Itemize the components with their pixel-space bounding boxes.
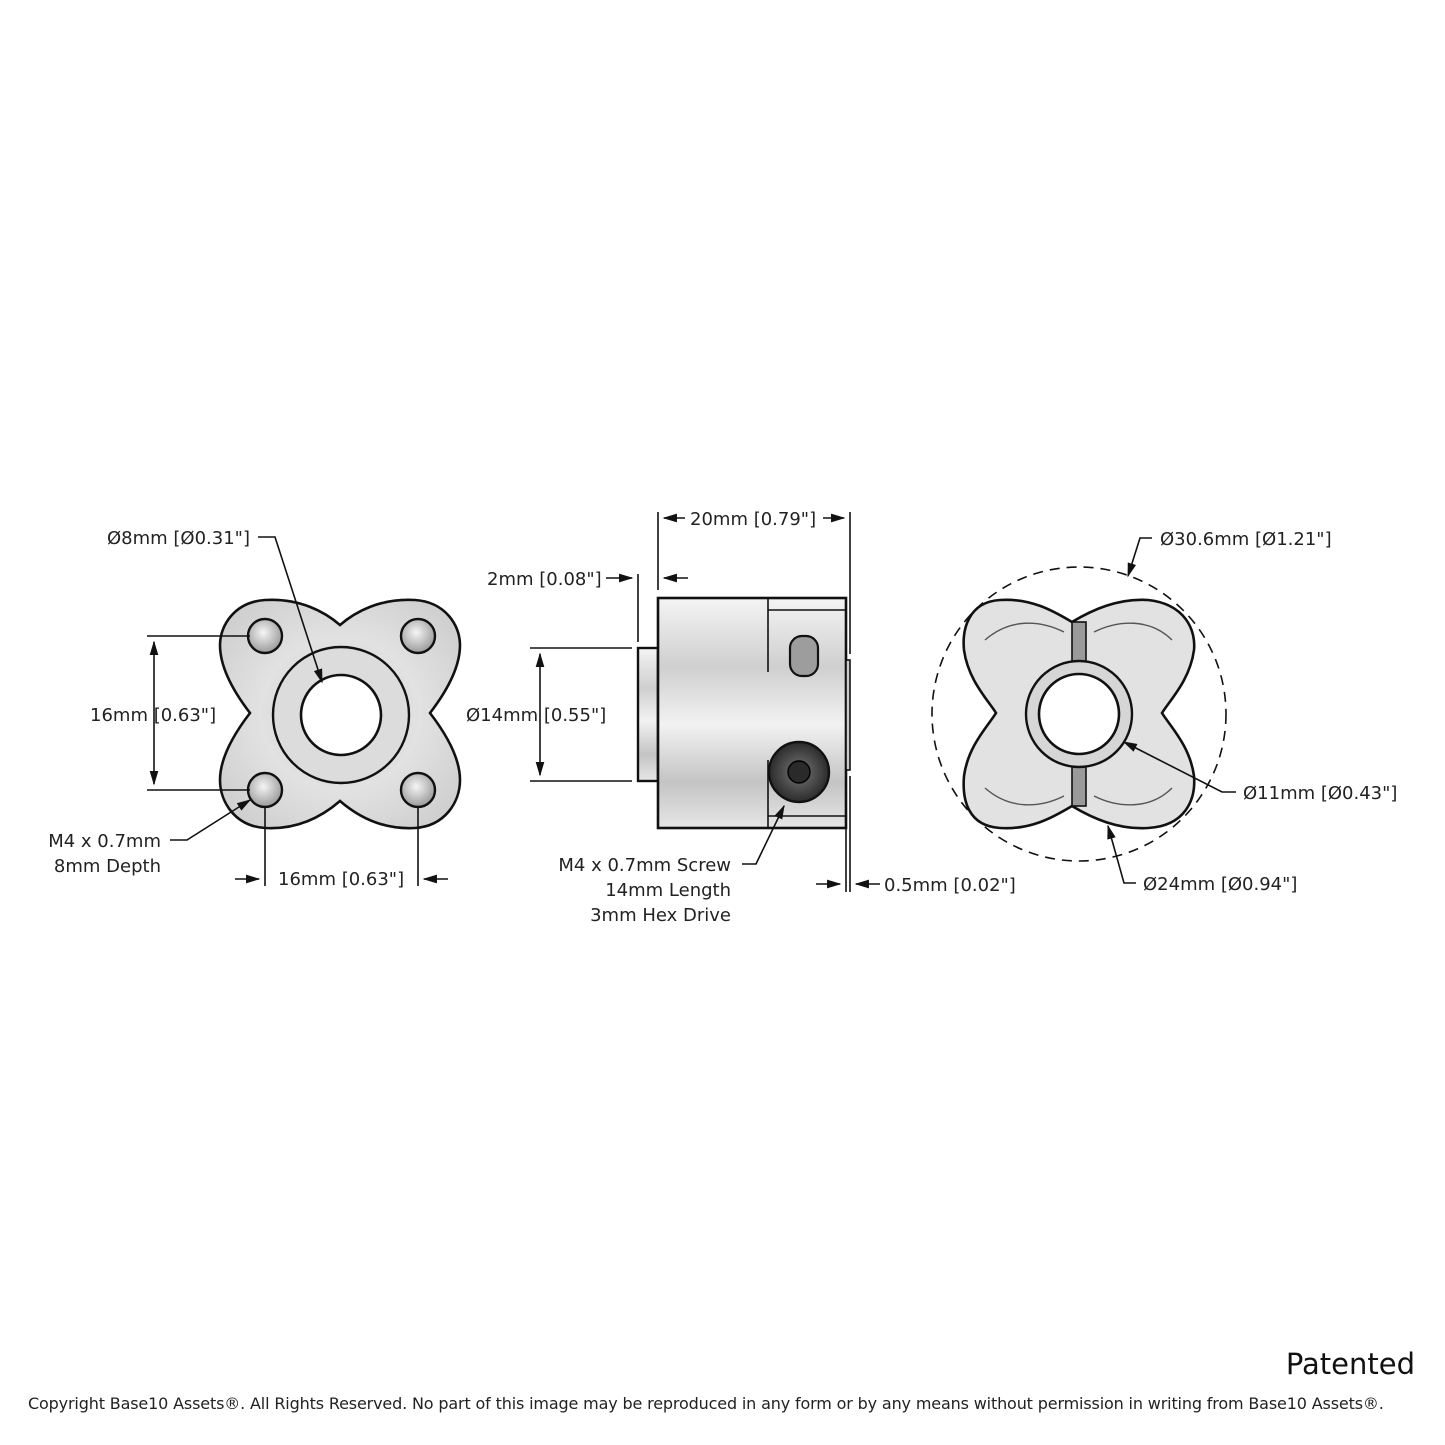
front-face-view: Ø8mm [Ø0.31"] 16mm [0.63"] 16mm [0.63"] … — [48, 528, 462, 890]
outer-envelope-circle — [931, 566, 1227, 862]
tapped-hole-label-line2: 8mm Depth — [54, 856, 161, 877]
screw-label-line2: 14mm Length — [605, 880, 731, 901]
tapped-hole-top-right — [399, 617, 437, 655]
screw-label-line3: 3mm Hex Drive — [590, 905, 731, 926]
end-face-shim — [845, 659, 851, 771]
bore-dimension-label: Ø8mm [Ø0.31"] — [107, 528, 250, 549]
tapped-hole-bottom-right — [399, 771, 437, 809]
bore-hole — [299, 673, 383, 757]
length-dimension-label: 20mm [0.79"] — [690, 509, 816, 530]
hub-diameter-label: Ø14mm [0.55"] — [466, 705, 606, 726]
clamp-body-inner-contour — [984, 622, 1173, 806]
hub-outer-diameter-label: Ø24mm [Ø0.94"] — [1143, 874, 1297, 895]
gap-dimension-label: 0.5mm [0.02"] — [884, 875, 1016, 896]
copyright-notice: Copyright Base10 Assets®. All Rights Res… — [28, 1394, 1384, 1413]
hub-step — [636, 646, 660, 783]
screw-label-line1: M4 x 0.7mm Screw — [558, 855, 731, 876]
tapped-hole-label-line1: M4 x 0.7mm — [48, 831, 161, 852]
horizontal-spacing-label: 16mm [0.63"] — [278, 869, 404, 890]
top-screw-tip — [788, 634, 820, 678]
rear-face-view: Ø30.6mm [Ø1.21"] Ø11mm [Ø0.43"] Ø24mm [Ø… — [931, 529, 1397, 895]
side-view: 20mm [0.79"] 2mm [0.08"] Ø14mm [0.55"] 0… — [466, 509, 1016, 926]
patented-label: Patented — [1285, 1347, 1415, 1381]
outer-diameter-label: Ø30.6mm [Ø1.21"] — [1160, 529, 1332, 550]
inner-bore-hole — [1037, 672, 1121, 756]
vertical-spacing-label: 16mm [0.63"] — [90, 705, 216, 726]
tapped-hole-bottom-left — [246, 771, 284, 809]
hex-socket-icon — [787, 760, 811, 784]
step-dimension-label: 2mm [0.08"] — [487, 569, 602, 590]
inner-bore-label: Ø11mm [Ø0.43"] — [1243, 783, 1397, 804]
tapped-hole-top-left — [246, 617, 284, 655]
